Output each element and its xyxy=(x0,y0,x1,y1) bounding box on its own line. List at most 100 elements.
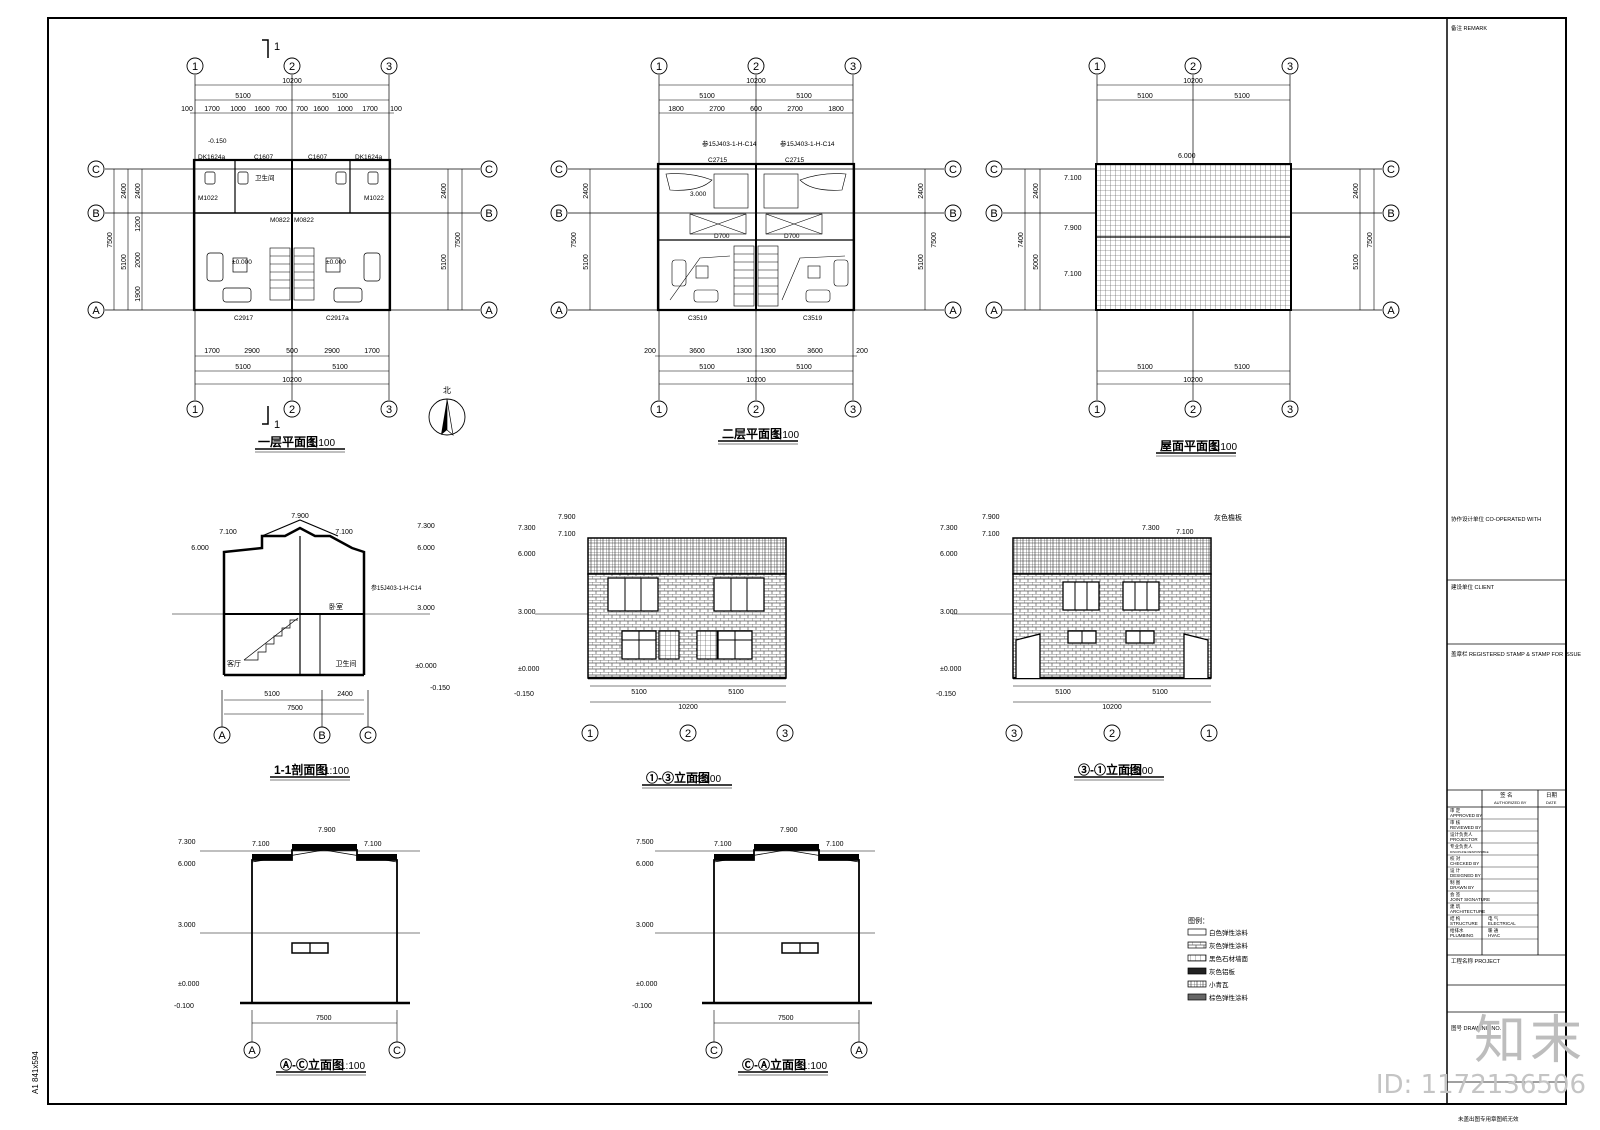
door-label: D700 xyxy=(714,233,730,240)
dim-half: 5100 xyxy=(1137,364,1153,371)
level-label: 7.900 xyxy=(318,827,336,834)
dim-cb: 2400 xyxy=(1033,183,1040,199)
level-label: 7.900 xyxy=(558,514,576,521)
axis-1: 1 xyxy=(192,404,198,416)
dim-total: 7500 xyxy=(1367,232,1374,248)
dim-ba: 5100 xyxy=(918,254,925,270)
level-label: 7.100 xyxy=(364,841,382,848)
dim-half: 5100 xyxy=(235,364,251,371)
axis-b: B xyxy=(555,208,562,220)
dim-seg: 200 xyxy=(856,348,868,355)
legend-item: 小青瓦 xyxy=(1209,980,1229,989)
dim-half: 5100 xyxy=(1152,689,1168,696)
level-label: 6.000 xyxy=(191,545,209,552)
axis-3: 3 xyxy=(1287,404,1293,416)
dim-seg: 1000 xyxy=(337,106,353,113)
dim-half: 5100 xyxy=(332,364,348,371)
tb-row: ELECTRICAL xyxy=(1488,921,1516,926)
ref-note: 参15J403-1-H-C14 xyxy=(371,584,422,592)
axis-b: B xyxy=(92,208,99,220)
dim-cb: 2400 xyxy=(1353,183,1360,199)
door-label: M0822 xyxy=(294,217,314,224)
level-label: 6.000 xyxy=(417,545,435,552)
axis-3: 3 xyxy=(1011,728,1017,740)
level-label: 7.300 xyxy=(518,525,536,532)
cooperated-label: 协作设计单位 CO-OPERATED WITH xyxy=(1451,515,1541,523)
dim-half: 5100 xyxy=(1055,689,1071,696)
dim-seg: 200 xyxy=(644,348,656,355)
legend-item: 灰色铝板 xyxy=(1209,967,1236,976)
axis-b: B xyxy=(318,730,325,742)
level-label: 3.000 xyxy=(940,609,958,616)
section-mark: 1 xyxy=(274,419,280,431)
elevation-3-1: 7.900 7.300 7.100 6.000 3.000 ±0.000 -0.… xyxy=(936,513,1242,781)
dim-half: 5100 xyxy=(1234,364,1250,371)
level-label: -0.150 xyxy=(936,691,956,698)
level-label: 7.100 xyxy=(1176,529,1194,536)
dim-total: 7500 xyxy=(107,232,114,248)
dim-seg: 2900 xyxy=(324,348,340,355)
drawing-scale: 1:100 xyxy=(1212,442,1237,453)
dim-half: 5100 xyxy=(1234,93,1250,100)
level-label: 3.000 xyxy=(417,605,435,612)
dim-cb: 2400 xyxy=(583,183,590,199)
level-label: 7.100 xyxy=(1064,175,1082,182)
axis-3: 3 xyxy=(782,728,788,740)
dim-ba: 5100 xyxy=(583,254,590,270)
tb-row: 设 计 xyxy=(1450,867,1461,874)
level-label: 6.000 xyxy=(1178,153,1196,160)
dim-seg: 1300 xyxy=(760,348,776,355)
dim-total: 10200 xyxy=(282,78,302,85)
window-label: C1607 xyxy=(308,154,328,161)
axis-1: 1 xyxy=(192,61,198,73)
dim-total: 10200 xyxy=(746,377,766,384)
legend-item: 灰色弹性涂料 xyxy=(1209,941,1249,950)
ref-note: 参15J403-1-H-C14 xyxy=(702,139,757,148)
dim-seg: 1000 xyxy=(230,106,246,113)
tb-row: 电 气 xyxy=(1488,915,1499,921)
axis-1: 1 xyxy=(1094,61,1100,73)
dim-half: 5100 xyxy=(699,93,715,100)
level-label: 7.300 xyxy=(178,839,196,846)
level-label: -0.150 xyxy=(208,138,227,145)
axis-3: 3 xyxy=(386,61,392,73)
window-label: C3519 xyxy=(688,315,708,322)
dim-cb: 2400 xyxy=(441,183,448,199)
tb-row: 给排水 xyxy=(1450,927,1464,934)
window-label: C2715 xyxy=(785,157,805,164)
tb-row: APPROVED BY xyxy=(1450,813,1482,818)
section-mark: 1 xyxy=(274,41,280,53)
tb-row: REVIEWED BY xyxy=(1450,825,1481,830)
dim-total: 10200 xyxy=(1102,704,1122,711)
level-label: 7.900 xyxy=(982,514,1000,521)
elevation-1-3: 7.900 7.300 7.100 6.000 3.000 ±0.000 -0.… xyxy=(514,514,794,789)
room-label: 客厅 xyxy=(227,659,241,668)
level-label: -0.100 xyxy=(174,1003,194,1010)
axis-c: C xyxy=(92,164,100,176)
drawing-title: ③-①立面图 xyxy=(1078,762,1142,777)
drawing-scale: 1:100 xyxy=(802,1061,827,1072)
material-legend: 图例： 白色弹性涂料 灰色弹性涂料 黑色石材墙面 灰色铝板 小青瓦 棕色弹性涂料 xyxy=(1187,916,1249,1002)
drawing-scale: 1:100 xyxy=(324,766,349,777)
level-label: 6.000 xyxy=(940,551,958,558)
axis-c: C xyxy=(990,164,998,176)
level-label: -0.100 xyxy=(632,1003,652,1010)
level-label: 7.300 xyxy=(1142,525,1160,532)
tb-row: 设计负责人 xyxy=(1450,831,1473,838)
roof-plan: 1 2 3 1 2 3 C B A C B A 10200 5100 5100 … xyxy=(985,57,1400,457)
axis-c: C xyxy=(393,1045,401,1057)
dim-cb: 2400 xyxy=(135,183,142,199)
level-label: 7.100 xyxy=(219,529,237,536)
level-label: 6.000 xyxy=(178,861,196,868)
room-label: 卫生间 xyxy=(336,659,357,668)
door-label: M1022 xyxy=(364,195,384,202)
tb-row: DISCIPLINE RESPONSIBLE xyxy=(1450,850,1489,854)
dim-total: 10200 xyxy=(282,377,302,384)
dim-seg: 1800 xyxy=(668,106,684,113)
legend-item: 棕色弹性涂料 xyxy=(1209,993,1249,1002)
dim-seg: 1700 xyxy=(204,106,220,113)
dim-half: 5100 xyxy=(332,93,348,100)
level-label: 7.100 xyxy=(335,529,353,536)
level-label: 7.300 xyxy=(940,525,958,532)
axis-c: C xyxy=(555,164,563,176)
